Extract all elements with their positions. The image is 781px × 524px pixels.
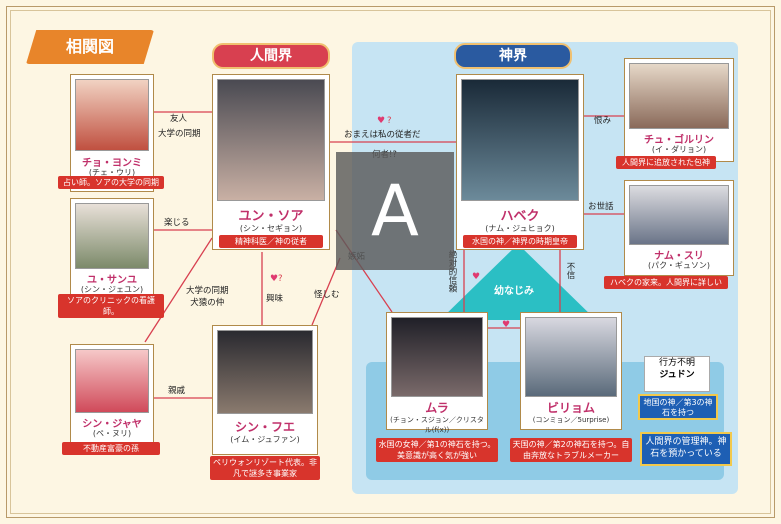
card-sanhun: ユ・サンユ (シン・ジェユン) — [70, 198, 154, 302]
overlay-letter: A — [336, 152, 454, 270]
habaek-photo — [461, 79, 579, 201]
heart-icon: ♥ — [270, 274, 278, 284]
card-hue: シン・フエ (イム・ジュファン) — [212, 325, 318, 455]
rel-trust: 楽じる — [164, 216, 190, 228]
hue-reading: (イム・ジュファン) — [213, 434, 317, 445]
sri-reading: (パク・ギュソン) — [625, 260, 733, 271]
rel-suspect: 怪しむ — [314, 288, 340, 300]
jaya-desc: 不動産富豪の孫 — [62, 442, 160, 455]
judun-name: ジュドン — [645, 369, 709, 381]
rel-friend: 友人 — [170, 112, 187, 124]
soa-name: ユン・ソア — [213, 205, 329, 224]
card-mura: ムラ (チョン・スジョン／クリスタル(f(x)) — [386, 312, 488, 430]
manager-note: 人間界の管理神。神石を預かっている — [640, 432, 732, 466]
yonmi-photo — [75, 79, 149, 151]
rel-servant: おまえは私の従者だ — [344, 128, 421, 140]
rel-grudge: 恨み — [594, 114, 611, 126]
rel-care: お世話 — [588, 200, 614, 212]
habaek-reading: (ナム・ジュヒョク) — [457, 223, 583, 234]
biryom-photo — [525, 317, 617, 397]
sanhun-desc: ソアのクリニックの看護師。 — [58, 294, 164, 318]
heart-icon: ♥ — [472, 272, 480, 282]
rel-relative: 親戚 — [168, 384, 185, 396]
rel-childhood: 幼なじみ — [494, 282, 534, 297]
sri-desc: ハベクの家来。人間界に詳しい — [604, 276, 728, 289]
mura-desc: 水国の女神／第1の神石を持つ。美意識が高く気が強い — [376, 438, 498, 462]
judun-box: 行方不明 ジュドン — [644, 356, 710, 392]
card-jaya: シン・ジャヤ (ペ・ヌリ) — [70, 344, 154, 444]
hue-name: シン・フエ — [213, 418, 317, 435]
rel-classmate-rival: 大学の同期 犬猿の仲 — [186, 284, 229, 308]
judun-desc: 地国の神／第3の神石を持つ — [638, 394, 718, 420]
card-sri: ナム・スリ (パク・ギュソン) — [624, 180, 734, 276]
biryom-reading: (コンミョン／5urprise) — [521, 415, 621, 425]
yonmi-desc: 占い師。ソアの大学の同期 — [58, 176, 164, 189]
biryom-name: ビリョム — [521, 399, 621, 416]
gorin-desc: 人間界に追放された包神 — [616, 156, 716, 169]
heart-icon: ♥ — [377, 116, 385, 126]
soa-photo — [217, 79, 325, 201]
habaek-name: ハベク — [457, 205, 583, 224]
biryom-desc: 天国の神／第2の神石を持つ。自由奔放なトラブルメーカー — [510, 438, 632, 462]
card-biryom: ビリョム (コンミョン／5urprise) — [520, 312, 622, 430]
hue-photo — [217, 330, 313, 414]
gorin-photo — [629, 63, 729, 129]
rel-distrust: 不信 — [564, 262, 576, 279]
mura-name: ムラ — [387, 399, 487, 416]
sri-photo — [629, 185, 729, 245]
rel-interest: 興味 — [266, 292, 283, 304]
sanhun-photo — [75, 203, 149, 269]
card-soa: ユン・ソア (シン・セギョン) 精神科医／神の従者 — [212, 74, 330, 250]
gorin-reading: (イ・ダリョン) — [625, 144, 733, 155]
rel-q-soa: ? — [387, 116, 392, 126]
card-yonmi: チョ・ヨンミ (チェ・ウリ) — [70, 74, 154, 192]
hue-desc: ペリウォンリゾート代表。非凡で謎多き事業家 — [210, 456, 320, 480]
soa-desc: 精神科医／神の従者 — [219, 235, 323, 248]
jaya-photo — [75, 349, 149, 413]
jaya-reading: (ペ・ヌリ) — [71, 428, 153, 439]
soa-reading: (シン・セギョン) — [213, 223, 329, 234]
card-gorin: チュ・ゴルリン (イ・ダリョン) — [624, 58, 734, 162]
card-habaek: ハベク (ナム・ジュヒョク) 水国の神／神界の時期皇帝 — [456, 74, 584, 250]
mura-reading: (チョン・スジョン／クリスタル(f(x)) — [387, 415, 487, 435]
habaek-desc: 水国の神／神界の時期皇帝 — [463, 235, 577, 248]
rel-classmate: 大学の同期 — [158, 127, 201, 139]
heart-icon: ♥ — [502, 320, 510, 330]
mura-photo — [391, 317, 483, 397]
judun-status: 行方不明 — [645, 357, 709, 369]
rel-q-hue: ? — [278, 274, 283, 284]
